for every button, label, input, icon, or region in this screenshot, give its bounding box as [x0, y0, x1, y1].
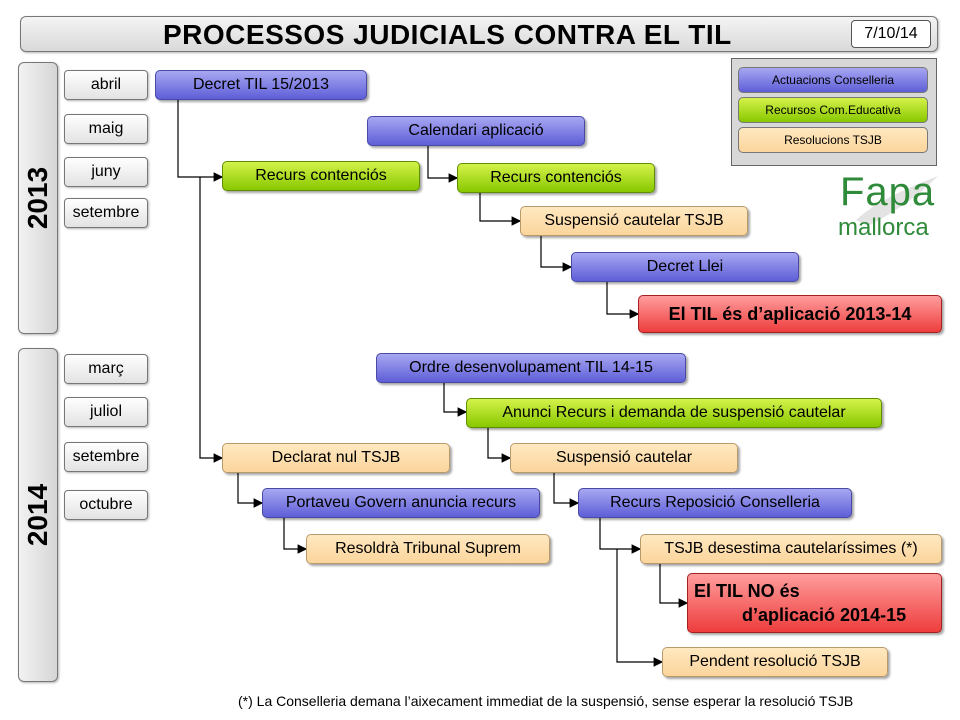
- node-suspensio-cautelar-tsjb: Suspensió cautelar TSJB: [520, 206, 748, 236]
- page-title: PROCESSOS JUDICIALS CONTRA EL TIL: [163, 19, 732, 50]
- node-decret-llei: Decret Llei: [571, 252, 799, 282]
- til-no-line2: d’aplicació 2014-15: [742, 605, 907, 625]
- node-anunci-recurs: Anunci Recurs i demanda de suspensió cau…: [466, 398, 882, 428]
- node-portaveu-govern: Portaveu Govern anuncia recurs: [262, 488, 540, 518]
- month-maig: maig: [64, 114, 148, 144]
- logo-swoosh-icon: [856, 176, 938, 226]
- legend-actuacions: Actuacions Conselleria: [738, 67, 928, 93]
- logo-text-fapa: Fapa: [840, 170, 936, 214]
- node-recurs-contencios-1: Recurs contenciós: [222, 161, 420, 191]
- node-calendari: Calendari aplicació: [367, 116, 585, 146]
- month-abril: abril: [64, 70, 148, 100]
- til-no-line1: El TIL NO és: [694, 581, 800, 601]
- month-setembre-2013: setembre: [64, 198, 148, 228]
- date-badge: 7/10/14: [851, 20, 931, 48]
- month-marc: març: [64, 354, 148, 384]
- node-ordre-desenvolupament: Ordre desenvolupament TIL 14-15: [376, 353, 686, 383]
- node-recurs-contencios-2: Recurs contenciós: [457, 163, 655, 193]
- legend-recursos: Recursos Com.Educativa: [738, 97, 928, 123]
- footnote: (*) La Conselleria demana l’aixecament i…: [238, 693, 854, 709]
- legend-resolucions: Resolucions TSJB: [738, 127, 928, 153]
- year-2013: 2013: [18, 62, 58, 334]
- node-decret-til: Decret TIL 15/2013: [155, 70, 367, 100]
- month-setembre-2014: setembre: [64, 442, 148, 472]
- year-2014: 2014: [18, 348, 58, 682]
- month-juny: juny: [64, 157, 148, 187]
- fapa-logo: Fapa mallorca: [838, 170, 942, 246]
- logo-text-mallorca: mallorca: [838, 214, 929, 241]
- node-recurs-reposicio: Recurs Reposició Conselleria: [578, 488, 852, 518]
- month-juliol: juliol: [64, 397, 148, 427]
- node-resoldra-tribunal-suprem: Resoldrà Tribunal Suprem: [306, 534, 550, 564]
- node-suspensio-cautelar: Suspensió cautelar: [510, 443, 738, 473]
- node-declarat-nul: Declarat nul TSJB: [222, 443, 450, 473]
- node-til-aplicacio-2013-14: El TIL és d’aplicació 2013-14: [638, 295, 942, 333]
- node-tsjb-desestima: TSJB desestima cautelaríssimes (*): [640, 534, 942, 564]
- node-til-no-aplicacio-2014-15: El TIL NO és d’aplicació 2014-15: [687, 573, 942, 633]
- node-pendent-resolucio: Pendent resolució TSJB: [662, 647, 888, 677]
- month-octubre: octubre: [64, 490, 148, 520]
- title-bar: PROCESSOS JUDICIALS CONTRA EL TIL 7/10/1…: [20, 16, 938, 52]
